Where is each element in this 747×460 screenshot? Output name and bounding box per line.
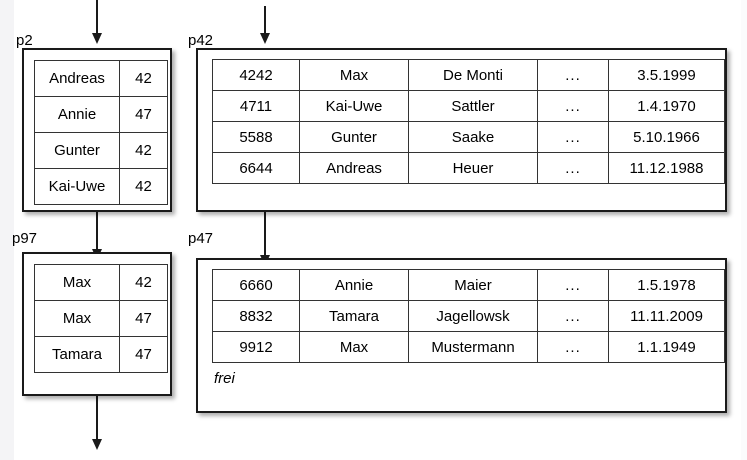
data-cell-lastname: Saake [408, 121, 538, 153]
arrow-shaft [96, 396, 98, 442]
index-value-cell: 47 [119, 300, 168, 337]
index-table-p97: Max 42 Max 47 Tamara 47 [34, 264, 168, 373]
index-table-p2: Andreas 42 Annie 47 Gunter 42 Kai-Uwe 42 [34, 60, 168, 205]
data-cell-id: 8832 [212, 300, 300, 332]
data-cell-id: 9912 [212, 331, 300, 363]
data-cell-more: ... [537, 300, 609, 332]
arrow-shaft [264, 212, 266, 258]
data-cell-more: ... [537, 152, 609, 184]
data-cell-id: 6644 [212, 152, 300, 184]
table-row: Max 42 [34, 264, 168, 301]
data-cell-lastname: De Monti [408, 59, 538, 91]
data-cell-id: 6660 [212, 269, 300, 301]
data-page-p42: 4242 Max De Monti ... 3.5.1999 4711 Kai-… [196, 48, 727, 212]
index-key-cell: Annie [34, 96, 120, 133]
data-cell-lastname: Heuer [408, 152, 538, 184]
data-table-p42: 4242 Max De Monti ... 3.5.1999 4711 Kai-… [212, 59, 725, 184]
free-space-label: frei [214, 370, 235, 387]
data-cell-lastname: Sattler [408, 90, 538, 122]
arrow-head [260, 33, 270, 44]
table-row: Gunter 42 [34, 132, 168, 169]
page-label-p42: p42 [188, 32, 214, 49]
data-cell-date: 1.5.1978 [608, 269, 725, 301]
arrow-shaft [96, 212, 98, 252]
table-row: Annie 47 [34, 96, 168, 133]
index-value-cell: 47 [119, 96, 168, 133]
data-cell-firstname: Kai-Uwe [299, 90, 409, 122]
data-cell-lastname: Maier [408, 269, 538, 301]
data-cell-date: 1.1.1949 [608, 331, 725, 363]
index-key-cell: Gunter [34, 132, 120, 169]
table-row: Kai-Uwe 42 [34, 168, 168, 205]
data-cell-firstname: Annie [299, 269, 409, 301]
arrow-shaft [264, 6, 266, 34]
index-value-cell: 42 [119, 60, 168, 97]
index-value-cell: 42 [119, 168, 168, 205]
page-label-p47: p47 [188, 230, 214, 247]
data-cell-firstname: Andreas [299, 152, 409, 184]
table-row: Andreas 42 [34, 60, 168, 97]
arrow-head [92, 33, 102, 44]
index-page-p2: Andreas 42 Annie 47 Gunter 42 Kai-Uwe 42 [22, 48, 172, 212]
index-key-cell: Kai-Uwe [34, 168, 120, 205]
table-row: 6660 Annie Maier ... 1.5.1978 [212, 269, 725, 301]
data-cell-id: 4242 [212, 59, 300, 91]
table-row: 4711 Kai-Uwe Sattler ... 1.4.1970 [212, 90, 725, 122]
index-page-p97: Max 42 Max 47 Tamara 47 [22, 252, 172, 396]
data-cell-date: 5.10.1966 [608, 121, 725, 153]
index-value-cell: 42 [119, 132, 168, 169]
table-row: Tamara 47 [34, 336, 168, 373]
data-cell-more: ... [537, 90, 609, 122]
index-value-cell: 47 [119, 336, 168, 373]
data-cell-firstname: Gunter [299, 121, 409, 153]
data-cell-more: ... [537, 121, 609, 153]
data-cell-date: 3.5.1999 [608, 59, 725, 91]
data-page-p47: 6660 Annie Maier ... 1.5.1978 8832 Tamar… [196, 258, 727, 413]
page-label-p97: p97 [12, 230, 38, 247]
data-cell-more: ... [537, 269, 609, 301]
data-cell-firstname: Max [299, 331, 409, 363]
data-cell-id: 4711 [212, 90, 300, 122]
data-table-p47: 6660 Annie Maier ... 1.5.1978 8832 Tamar… [212, 269, 725, 363]
data-cell-date: 11.12.1988 [608, 152, 725, 184]
index-key-cell: Tamara [34, 336, 120, 373]
arrow-shaft [96, 0, 98, 34]
index-key-cell: Max [34, 264, 120, 301]
data-cell-date: 1.4.1970 [608, 90, 725, 122]
data-cell-more: ... [537, 331, 609, 363]
table-row: Max 47 [34, 300, 168, 337]
data-cell-lastname: Mustermann [408, 331, 538, 363]
data-cell-lastname: Jagellowsk [408, 300, 538, 332]
data-cell-firstname: Tamara [299, 300, 409, 332]
table-row: 6644 Andreas Heuer ... 11.12.1988 [212, 152, 725, 184]
data-cell-date: 11.11.2009 [608, 300, 725, 332]
data-cell-id: 5588 [212, 121, 300, 153]
table-row: 9912 Max Mustermann ... 1.1.1949 [212, 331, 725, 363]
right-edge-band [741, 0, 747, 460]
arrow-head [92, 439, 102, 450]
table-row: 5588 Gunter Saake ... 5.10.1966 [212, 121, 725, 153]
index-value-cell: 42 [119, 264, 168, 301]
data-cell-firstname: Max [299, 59, 409, 91]
index-key-cell: Max [34, 300, 120, 337]
table-row: 4242 Max De Monti ... 3.5.1999 [212, 59, 725, 91]
table-row: 8832 Tamara Jagellowsk ... 11.11.2009 [212, 300, 725, 332]
data-cell-more: ... [537, 59, 609, 91]
left-edge-band [0, 0, 14, 460]
index-key-cell: Andreas [34, 60, 120, 97]
page-label-p2: p2 [16, 32, 33, 49]
